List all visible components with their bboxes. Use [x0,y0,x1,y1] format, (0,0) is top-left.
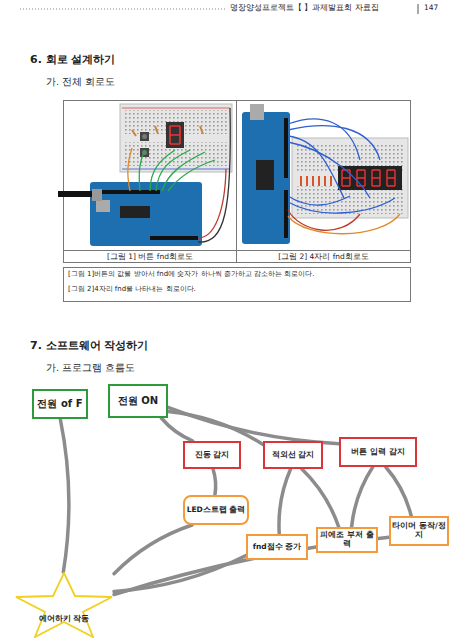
node-text: 전원 of F [37,398,82,410]
flow-connector [352,467,373,527]
flow-connector [386,467,411,516]
node-text: 버튼 입력 감지 [351,448,404,457]
flow-connector [60,419,69,572]
node-text: 진동 감지 [195,451,230,460]
flow-connector [168,407,339,443]
subsection-heading: 가. 전체 회로도 [46,76,246,88]
sensor-box: 진동 감지 [183,441,241,469]
figure-note: [그림 2]4자리 fnd을 나타내는 회로이다. [68,285,408,294]
figure-caption: [그림 1] 버튼 fnd회로도 [64,252,236,261]
figure-caption: [그림 2] 4자리 fnd회로도 [237,252,410,261]
power-box: 전원 ON [108,384,168,418]
running-header: 명장양성프로젝트【 】과제발표회 자료집 [230,3,416,12]
button-fnd-circuit [58,104,232,246]
star-shape: 에어하키 작동 [14,572,114,638]
output-box: fnd점수 증가 [246,534,308,560]
section-heading: 7. 소프트웨어 작성하기 [30,339,270,353]
figure-table [64,101,411,302]
node-text: 전원 ON [118,395,158,407]
flow-connector [161,418,193,441]
page-number: 147 [424,3,448,12]
sensor-box: 적외선 감지 [263,441,323,469]
header-rule [20,9,226,10]
subsection-heading: 가. 프로그램 흐름도 [46,362,246,374]
power-box: 전원 of F [32,389,88,419]
node-text: fnd점수 증가 [253,543,302,552]
flow-connector [302,469,339,527]
node-text: 타이머 동작/정지 [391,522,447,539]
flow-connector [168,411,263,444]
flow-connector [213,469,216,495]
output-box: 타이머 동작/정지 [389,516,449,546]
sensor-box: 버튼 입력 감지 [339,437,417,467]
figure-note: [그림 1]버튼의 값을 받아서 fnd에 숫자가 하나씩 증가하고 감소하는 … [68,270,408,279]
section-heading: 6. 회로 설계하기 [30,53,230,67]
output-box: 피에조 부저 출력 [316,527,378,553]
star-outline [14,572,114,638]
node-text: 적외선 감지 [272,451,315,460]
output-box: LED스트랩 출력 [183,495,249,525]
flow-connector [114,525,192,574]
flow-connector [114,555,246,591]
node-text: 에어하키 작동 [39,615,90,624]
node-text: LED스트랩 출력 [187,506,246,515]
header-separator [418,4,419,14]
four-digit-fnd-circuit [242,104,408,244]
flow-connector [279,469,291,534]
node-text: 피에조 부저 출력 [318,531,376,548]
